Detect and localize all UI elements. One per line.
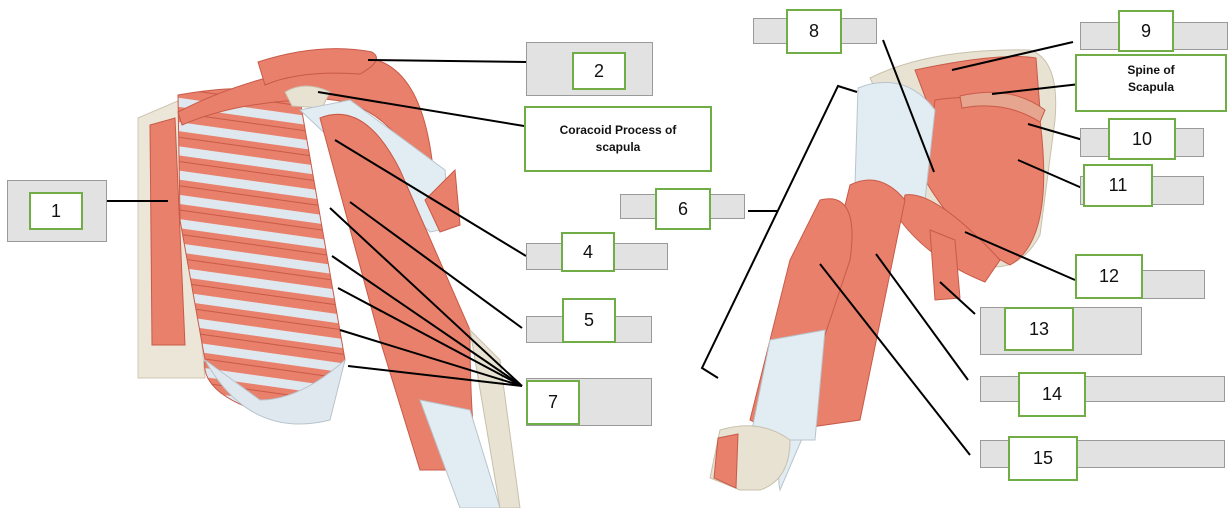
label-9: 9 (1118, 10, 1174, 52)
label-10: 10 (1108, 118, 1176, 160)
label-7: 7 (526, 380, 580, 425)
label-11: 11 (1083, 164, 1153, 207)
label-2: 2 (572, 52, 626, 90)
label-15: 15 (1008, 436, 1078, 481)
label-14: 14 (1018, 372, 1086, 417)
label-1: 1 (29, 192, 83, 230)
label-spine-of-scapula: Spine of Scapula (1075, 54, 1227, 112)
posterior-arm-figure (710, 50, 1056, 490)
label-slot-14 (980, 376, 1225, 402)
label-8: 8 (786, 9, 842, 54)
label-12: 12 (1075, 254, 1143, 299)
label-4: 4 (561, 232, 615, 272)
label-5: 5 (562, 298, 616, 343)
label-coracoid-process: Coracoid Process of scapula (524, 106, 712, 172)
anterior-torso-figure (138, 49, 520, 508)
label-6: 6 (655, 188, 711, 230)
label-13: 13 (1004, 307, 1074, 351)
